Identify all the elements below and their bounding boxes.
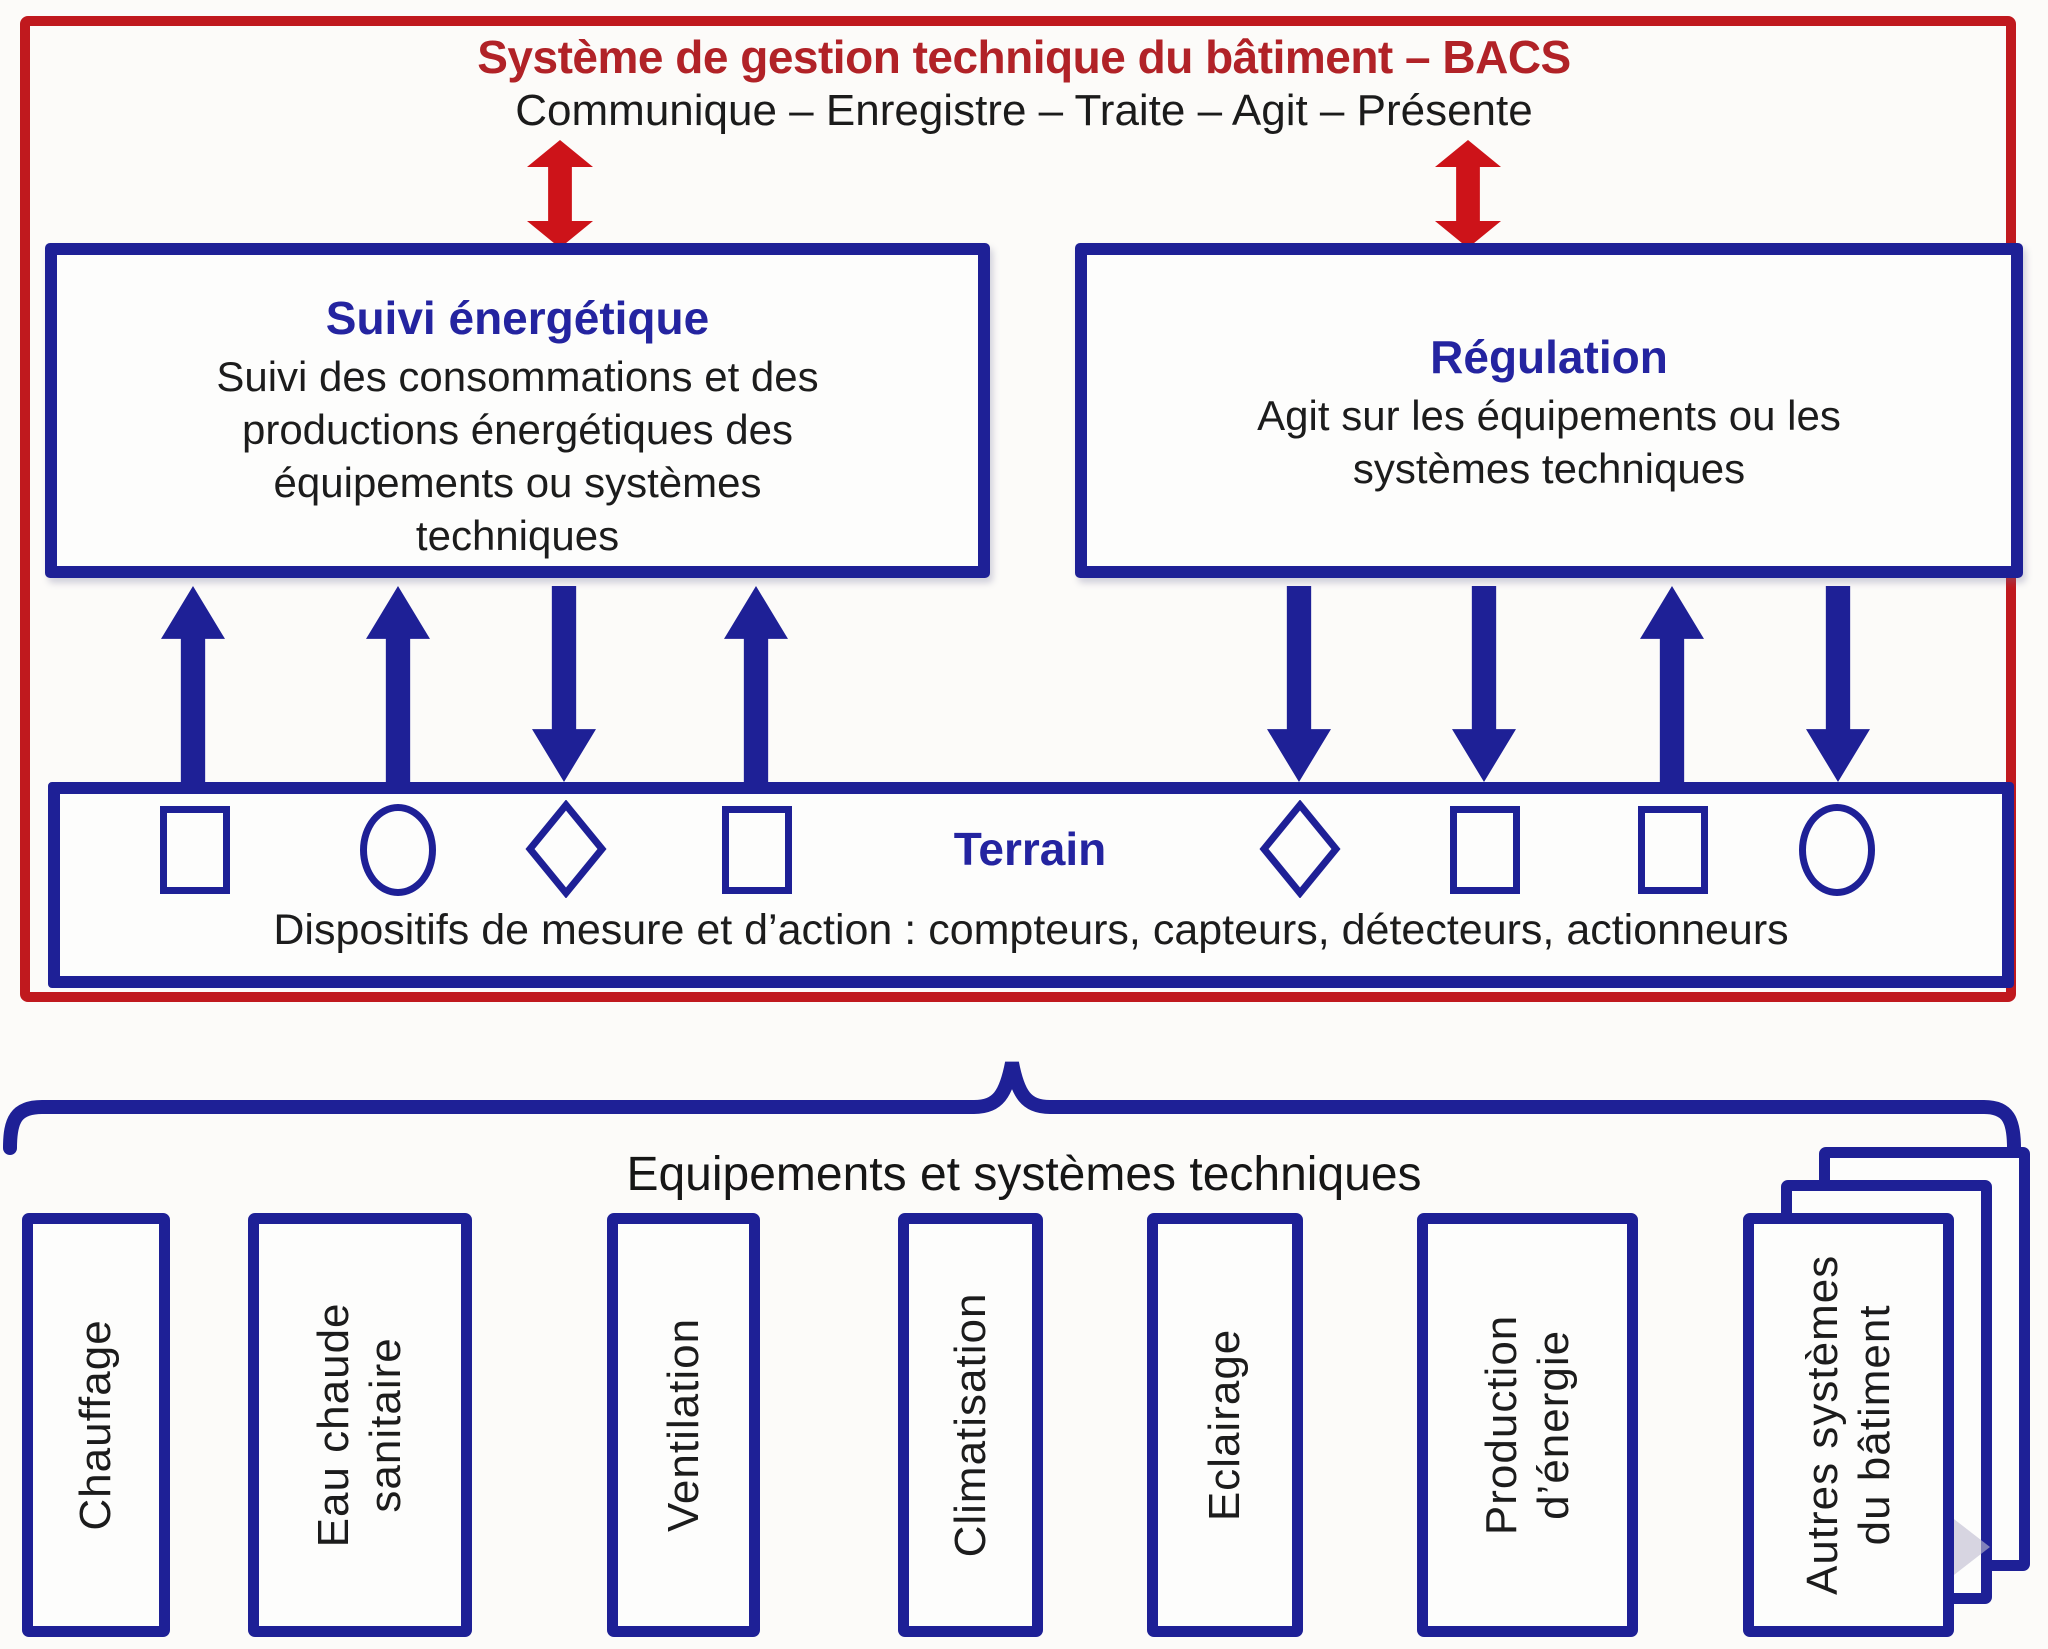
terrain-caption: Dispositifs de mesure et d’action : comp… (273, 906, 1789, 954)
square-icon (722, 806, 792, 894)
equipment-label: Chauffage (71, 1319, 121, 1531)
equipment-label: Climatisation (945, 1292, 995, 1558)
regulation-box-body: Agit sur les équipements ou les systèmes… (1257, 392, 1841, 492)
equipment-box-ventilation: Ventilation (607, 1213, 760, 1637)
suivi-box-body: Suivi des consommations et des productio… (216, 353, 819, 559)
square-icon (1638, 806, 1708, 894)
terrain-label: Terrain (953, 823, 1107, 875)
square-icon (160, 806, 230, 894)
suivi-energetique-box: Suivi énergétique Suivi des consommation… (45, 243, 990, 578)
suivi-box-title: Suivi énergétique (325, 292, 710, 344)
equipment-label: Ventilation (658, 1317, 708, 1533)
equipment-label: Production d’énergie (1476, 1314, 1578, 1536)
square-icon (1450, 806, 1520, 894)
equipment-label: Eau chaude sanitaire (309, 1302, 410, 1548)
equipment-label: Autres systèmes du bâtiment (1797, 1254, 1899, 1596)
page-subtitle: Communique – Enregistre – Traite – Agit … (515, 86, 1533, 135)
equipment-section-label: Equipements et systèmes techniques (626, 1148, 1422, 1201)
equipment-label: Eclairage (1200, 1328, 1250, 1522)
equipment-box-autres-systemes: Autres systèmes du bâtiment (1743, 1213, 1954, 1637)
circle-icon (360, 804, 436, 896)
terrain-box (48, 782, 2014, 988)
equipment-box-climatisation: Climatisation (898, 1213, 1043, 1637)
circle-icon (1799, 804, 1875, 896)
regulation-box-title: Régulation (1430, 331, 1668, 383)
equipment-box-chauffage: Chauffage (22, 1213, 170, 1637)
page-title: Système de gestion technique du bâtiment… (477, 31, 1571, 83)
regulation-box: Régulation Agit sur les équipements ou l… (1075, 243, 2023, 578)
diamond-icon (525, 800, 607, 898)
equipment-box-eau-chaude-sanitaire: Eau chaude sanitaire (248, 1213, 472, 1637)
equipment-box-eclairage: Eclairage (1147, 1213, 1303, 1637)
equipment-box-production-energie: Production d’énergie (1417, 1213, 1638, 1637)
diamond-icon (1259, 800, 1341, 898)
